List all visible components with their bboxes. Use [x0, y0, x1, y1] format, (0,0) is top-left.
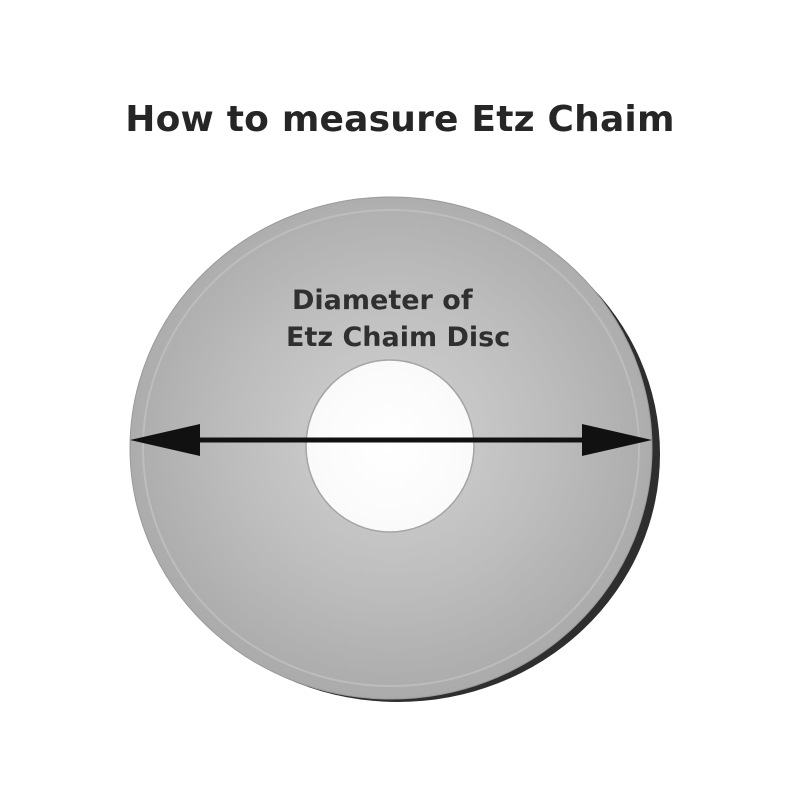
- center-hole: [305, 359, 475, 533]
- diagram-label-line-2: Etz Chaim Disc: [286, 322, 510, 353]
- disc-inner-ring: [142, 209, 640, 687]
- right-arrowhead-icon: [582, 424, 652, 456]
- diagram-label-line-1: Diameter of: [292, 285, 473, 316]
- page-title: How to measure Etz Chaim: [125, 99, 675, 140]
- left-arrowhead-icon: [130, 424, 200, 456]
